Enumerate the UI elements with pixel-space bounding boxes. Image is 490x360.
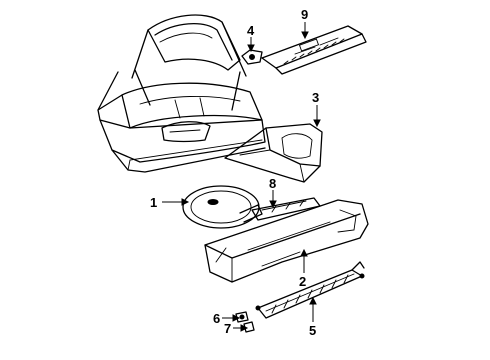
arrowhead-9	[301, 31, 309, 40]
arrowhead-3	[313, 119, 321, 128]
arrowhead-8	[269, 200, 277, 209]
callout-8: 8	[269, 176, 276, 191]
spare-tire-cover	[182, 185, 263, 229]
callout-labels: 1 2 3 4 5 6 7 8 9	[150, 7, 319, 338]
callout-5: 5	[309, 323, 316, 338]
arrowhead-4	[247, 44, 255, 53]
callout-1: 1	[150, 195, 157, 210]
callout-4: 4	[247, 23, 255, 38]
callout-2: 2	[299, 274, 306, 289]
callout-9: 9	[301, 7, 308, 22]
trunk-side-trim	[224, 123, 323, 183]
arrowhead-7	[240, 324, 249, 332]
arrowhead-2	[300, 248, 308, 257]
arrowhead-5	[309, 296, 317, 305]
vehicle-rear-illustration	[97, 14, 266, 173]
lamp-bulb-socket	[241, 49, 263, 65]
trunk-floor-trim	[204, 199, 369, 283]
arrowhead-1	[181, 198, 190, 206]
cargo-net	[255, 261, 365, 319]
callout-6: 6	[213, 311, 220, 326]
callout-7: 7	[224, 321, 231, 336]
callout-3: 3	[312, 90, 319, 105]
rear-shelf-panel	[261, 25, 367, 75]
arrowhead-6	[232, 314, 241, 322]
leader-lines	[162, 22, 321, 332]
